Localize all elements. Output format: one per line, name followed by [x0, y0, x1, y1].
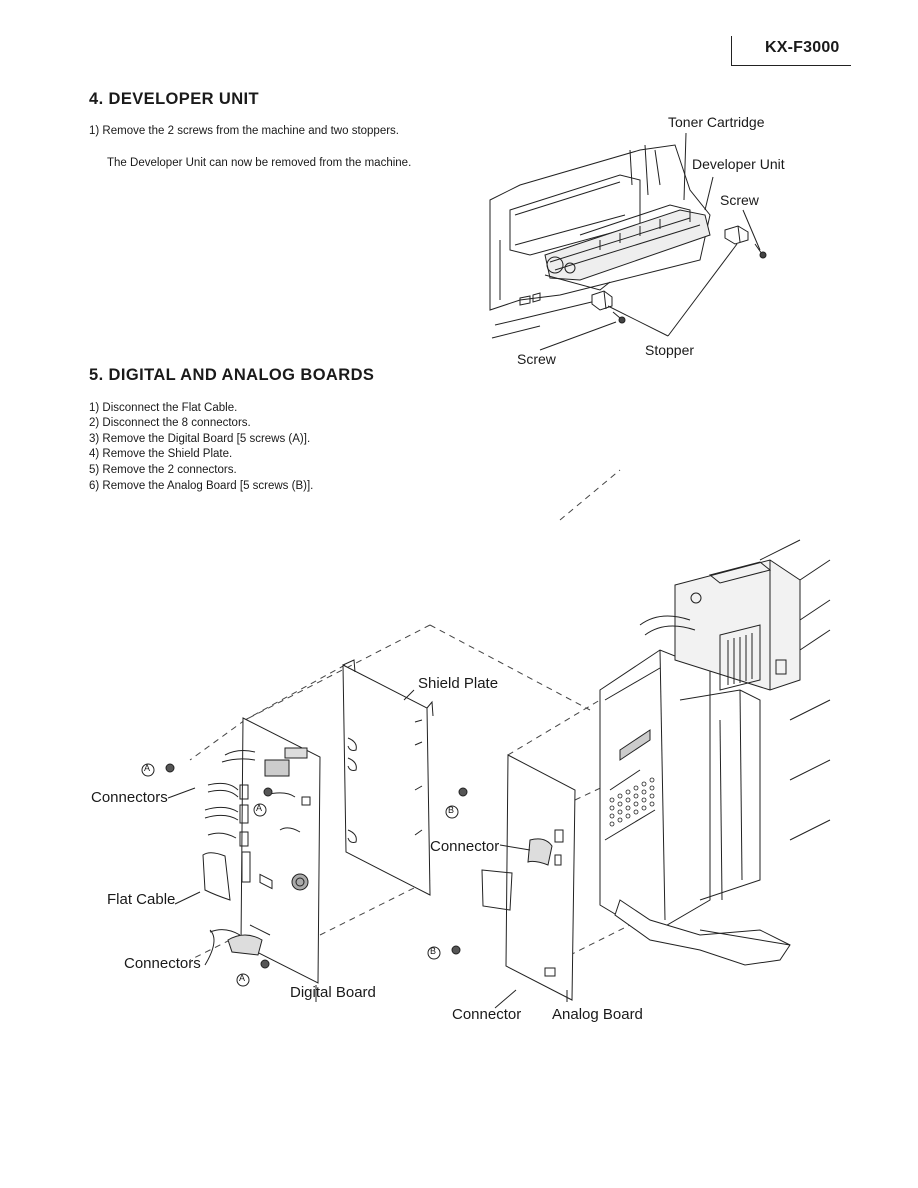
- label-screw-left: Screw: [517, 351, 556, 367]
- section4-note: The Developer Unit can now be removed fr…: [107, 157, 412, 169]
- label-connector-mid: Connector: [430, 838, 500, 855]
- section5-step-3: 3) Remove the Digital Board [5 screws (A…: [89, 433, 311, 445]
- section4-step-1: 1) Remove the 2 screws from the machine …: [89, 125, 400, 137]
- marker-a-3: A: [239, 973, 246, 983]
- shield-plate-shape: [343, 660, 433, 895]
- marker-b-1: B: [448, 805, 455, 815]
- section5-step-4: 4) Remove the Shield Plate.: [89, 448, 233, 460]
- model-number: KX-F3000: [765, 39, 840, 56]
- header-vertical-rule: [731, 36, 732, 66]
- section5-heading: 5. DIGITAL AND ANALOG BOARDS: [89, 366, 375, 384]
- label-shield-plate: Shield Plate: [418, 675, 499, 692]
- header-underline: [731, 65, 851, 66]
- marker-b-2: B: [430, 946, 437, 956]
- label-flat-cable: Flat Cable: [107, 891, 176, 908]
- label-connectors-upper: Connectors: [91, 789, 168, 806]
- chassis-shape: [600, 540, 830, 965]
- marker-a-1: A: [144, 763, 151, 773]
- section5-step-1: 1) Disconnect the Flat Cable.: [89, 402, 238, 414]
- label-analog-board: Analog Board: [552, 1006, 643, 1023]
- digital-board-shape: [240, 718, 320, 983]
- marker-a-2: A: [256, 803, 263, 813]
- label-connector-bottom: Connector: [452, 1006, 522, 1023]
- label-digital-board: Digital Board: [290, 984, 376, 1001]
- analog-board-shape: [482, 755, 575, 1000]
- model-header: KX-F3000: [731, 36, 851, 66]
- label-screw-right: Screw: [720, 192, 759, 208]
- section4-heading: 4. DEVELOPER UNIT: [89, 90, 259, 108]
- label-connectors-lower: Connectors: [124, 955, 201, 972]
- section5-step-5: 5) Remove the 2 connectors.: [89, 464, 237, 476]
- label-toner-cartridge: Toner Cartridge: [668, 114, 765, 130]
- label-stopper: Stopper: [645, 342, 695, 358]
- label-developer-unit: Developer Unit: [692, 156, 785, 172]
- section5-step-6: 6) Remove the Analog Board [5 screws (B)…: [89, 480, 314, 492]
- section5-step-2: 2) Disconnect the 8 connectors.: [89, 417, 251, 429]
